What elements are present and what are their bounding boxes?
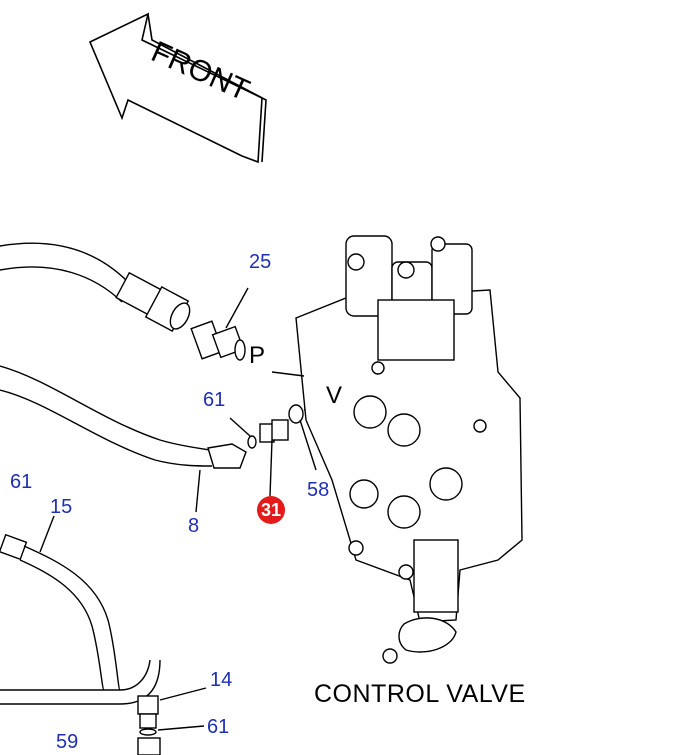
front-arrow: FRONT [88, 12, 267, 164]
callout-14: 14 [210, 669, 233, 691]
fitting-25 [190, 287, 249, 361]
hose-lower [0, 515, 207, 755]
callout-59: 59 [56, 731, 79, 753]
callout-25: 25 [249, 251, 272, 273]
control-valve [271, 235, 523, 664]
callout-61-upper: 61 [203, 389, 226, 411]
callout-15: 15 [50, 496, 73, 518]
port-label-p: P [249, 342, 266, 369]
callout-8: 8 [188, 515, 200, 537]
fitting-stack [229, 397, 327, 497]
diagram-caption: CONTROL VALVE [314, 680, 526, 708]
callout-61-left: 61 [10, 471, 33, 493]
callout-58: 58 [307, 479, 330, 501]
hose-upper [0, 242, 191, 332]
port-label-v: V [326, 382, 343, 409]
hose-middle [0, 365, 247, 513]
callout-31-highlighted: 31 [257, 496, 285, 524]
callout-61-lower: 61 [207, 716, 230, 738]
